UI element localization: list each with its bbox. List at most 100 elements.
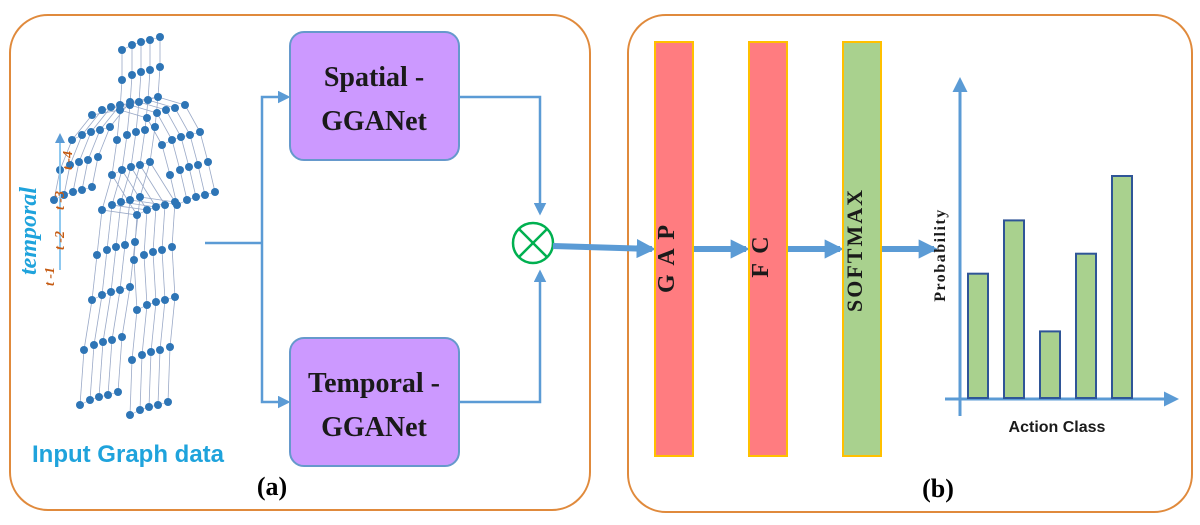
graph-node: [136, 406, 144, 414]
graph-node: [126, 196, 134, 204]
spatial-to-mult-arrow: [459, 95, 547, 216]
to-spatial-arrow: [260, 90, 291, 243]
graph-edge: [126, 104, 131, 136]
probability-bar: [1039, 330, 1061, 399]
graph-edge: [143, 254, 148, 306]
graph-edge: [157, 66, 161, 98]
panel-a-connectors: [205, 90, 547, 409]
graph-node: [154, 93, 162, 101]
graph-node: [108, 201, 116, 209]
graph-edge: [119, 109, 148, 119]
graph-edge: [180, 136, 190, 168]
graph-node: [149, 248, 157, 256]
graph-node: [194, 161, 202, 169]
graph-edge: [139, 354, 143, 411]
graph-edge: [167, 346, 171, 403]
graph-node: [143, 206, 151, 214]
graph-edge: [71, 114, 93, 141]
graph-node: [99, 338, 107, 346]
graph-edge: [90, 106, 112, 133]
graph-edge: [171, 246, 176, 298]
graph-edge: [184, 104, 201, 133]
graph-node: [126, 283, 134, 291]
graph-node: [95, 393, 103, 401]
graph-node: [90, 341, 98, 349]
graph-edge: [139, 196, 176, 203]
graph-edge: [174, 107, 191, 136]
graph-node: [161, 296, 169, 304]
graph-node: [128, 356, 136, 364]
graph-edge: [157, 96, 186, 106]
graph-node: [164, 398, 172, 406]
panel-b-label: (b): [922, 474, 954, 503]
graph-node: [168, 243, 176, 251]
graph-edge: [199, 131, 209, 163]
graph-node: [156, 346, 164, 354]
graph-edge: [59, 139, 73, 171]
time-step-label: t -1: [43, 267, 58, 286]
graph-node: [123, 131, 131, 139]
graph-edge: [129, 164, 141, 201]
graph-edge: [152, 251, 157, 303]
graph-edge: [138, 101, 167, 111]
time-step-label: t -4: [61, 151, 76, 170]
graph-edge: [121, 134, 128, 171]
graph-edge: [148, 351, 152, 408]
probability-bar: [1003, 219, 1025, 399]
graph-node: [146, 158, 154, 166]
softmax-layer-label: SOFTMAX: [842, 188, 867, 312]
graph-node: [126, 98, 134, 106]
graph-node: [181, 101, 189, 109]
graph-edge: [171, 139, 181, 171]
graph-node: [171, 293, 179, 301]
y-axis-label: Probability: [932, 208, 949, 302]
graph-edge: [129, 241, 136, 288]
graph-node: [126, 411, 134, 419]
graph-node: [156, 63, 164, 71]
graph-edge: [89, 344, 95, 401]
gap-layer-label: G A P: [654, 223, 680, 293]
graph-edge: [149, 126, 156, 163]
graph-node: [156, 33, 164, 41]
graph-edge: [121, 286, 131, 338]
temporal-gganet-box: Temporal - GGANet: [289, 337, 460, 467]
graph-node: [86, 396, 94, 404]
graph-node: [183, 196, 191, 204]
graph-node: [69, 188, 77, 196]
graph-node: [133, 211, 141, 219]
graph-edge: [129, 359, 133, 416]
graph-edge: [130, 166, 157, 208]
graph-edge: [152, 206, 157, 253]
time-step-label: t -3: [53, 191, 68, 210]
panel-b-frame: [627, 14, 1193, 513]
graph-edge: [111, 174, 138, 216]
graph-node: [133, 306, 141, 314]
graph-edge: [161, 204, 166, 251]
graph-edge: [124, 199, 131, 246]
graph-node: [114, 388, 122, 396]
temporal-label: temporal: [16, 187, 42, 275]
graph-edge: [110, 246, 117, 293]
x-axis-label: Action Class: [1009, 419, 1106, 436]
graph-edge: [179, 169, 188, 201]
graph-node: [98, 291, 106, 299]
graph-edge: [149, 161, 176, 203]
graph-node: [137, 68, 145, 76]
graph-edge: [119, 99, 149, 106]
fusion-to-gap-arrow: [552, 238, 656, 259]
graph-node: [151, 123, 159, 131]
graph-node: [130, 256, 138, 264]
fc-layer-label: F C: [748, 234, 774, 277]
graph-node: [118, 166, 126, 174]
graph-node: [103, 246, 111, 254]
graph-edge: [134, 196, 141, 243]
graph-node: [98, 206, 106, 214]
graph-edge: [115, 201, 122, 248]
graph-node: [80, 346, 88, 354]
graph-edge: [97, 126, 111, 158]
graph-edge: [159, 299, 166, 351]
graph-edge: [165, 109, 182, 138]
graph-node: [140, 251, 148, 259]
graph-node: [96, 126, 104, 134]
graph-node: [211, 188, 219, 196]
